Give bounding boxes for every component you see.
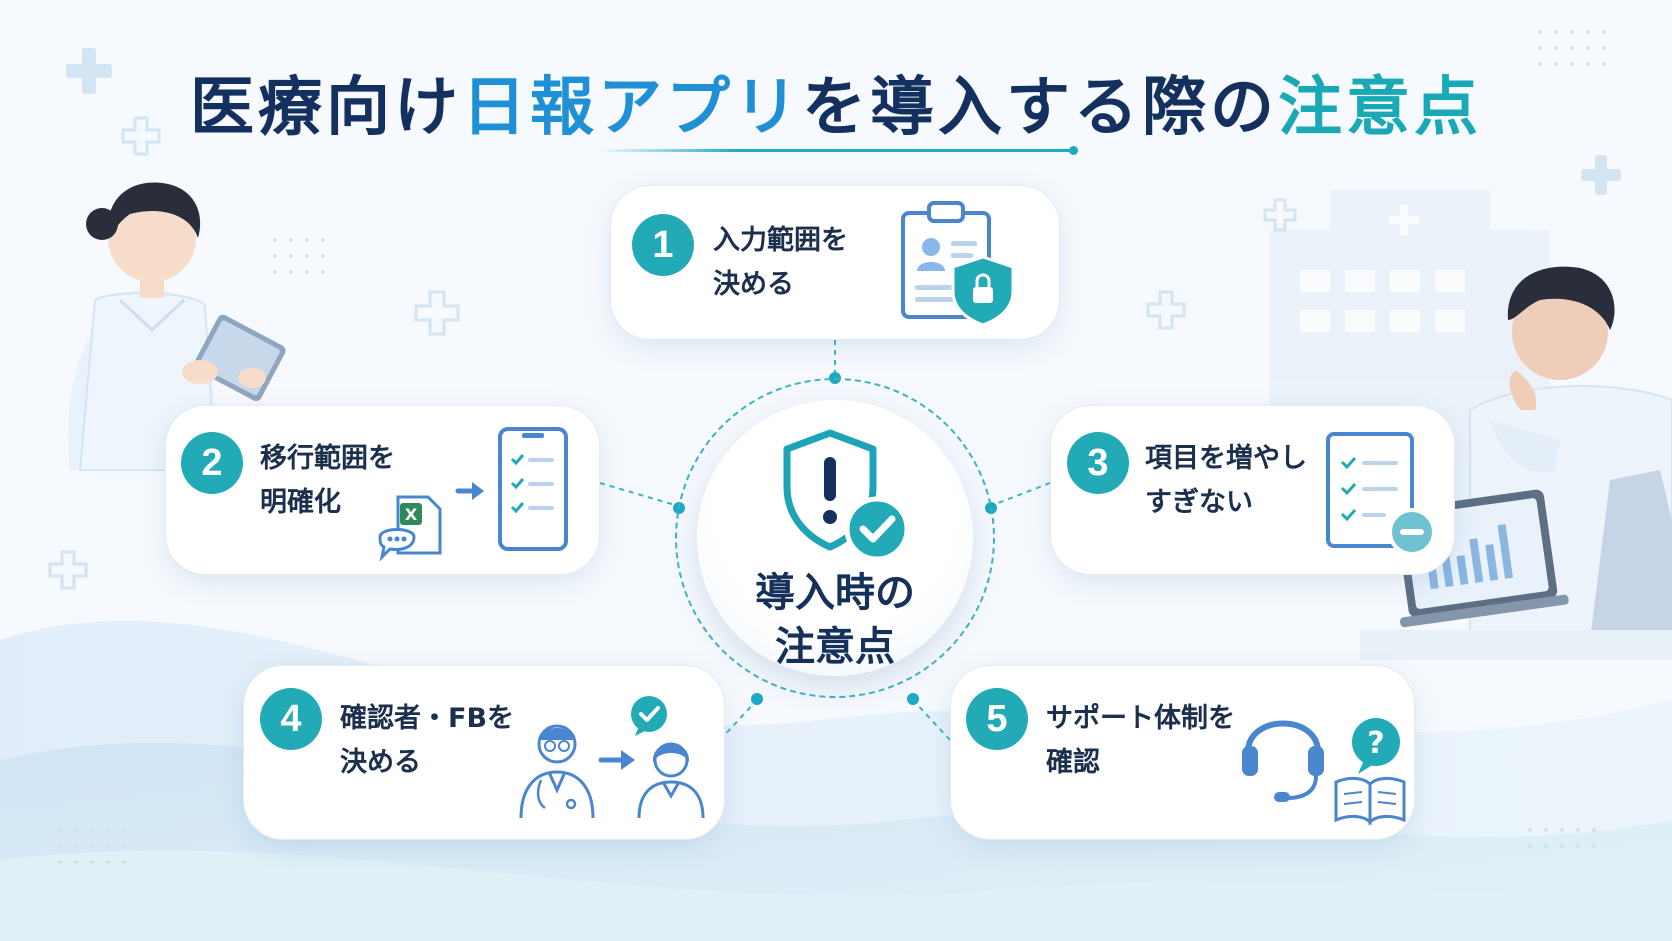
card-2-label-line-2: 明確化 [260, 487, 341, 518]
card-3-label: 項目を増やし すぎない [1145, 437, 1307, 525]
underline-dot [1069, 146, 1078, 155]
card-3-number: 3 [1067, 432, 1129, 494]
card-4-label-line-1: 確認者・FBを [340, 703, 515, 734]
title-part-1: 医療向け [190, 71, 462, 145]
headset-help-icon: ? [1242, 718, 1406, 826]
card-5-number: 5 [966, 688, 1028, 750]
title-part-4: 注意点 [1278, 71, 1482, 145]
card-1-label-line-2: 決める [713, 269, 794, 300]
help-glyph: ? [1367, 726, 1384, 761]
center-label-line-2: 注意点 [775, 624, 895, 670]
checklist-minus-icon [1326, 432, 1436, 556]
doctor-to-nurse-icon [519, 696, 705, 819]
center-label-line-1: 導入時の [755, 570, 915, 616]
decorative-outline-crosses [48, 116, 1297, 590]
title-underline [598, 146, 1078, 155]
connector-lines [599, 340, 1051, 741]
card-2-label: 移行範囲を 明確化 [260, 437, 395, 525]
excel-to-tablet-icon: X [378, 427, 568, 562]
card-5-label-line-1: サポート体制を [1046, 703, 1235, 734]
decorative-crosses [66, 48, 1621, 195]
card-3-label-line-1: 項目を増やし [1145, 443, 1307, 474]
clipboard-lock-icon [901, 201, 1015, 327]
page-title: 医療向け日報アプリを導入する際の注意点 [0, 56, 1672, 148]
card-1-number: 1 [632, 214, 694, 276]
card-1-label: 入力範囲を 決める [713, 219, 848, 307]
card-2-number: 2 [181, 432, 243, 494]
card-4-label: 確認者・FBを 決める [340, 697, 514, 785]
decorative-dots [58, 30, 1606, 864]
card-5-label: サポート体制を 確認 [1046, 697, 1235, 785]
center-dashed-ring [675, 378, 995, 698]
card-1-label-line-1: 入力範囲を [713, 225, 848, 256]
excel-glyph: X [405, 505, 418, 524]
title-part-3: を導入する際の [802, 71, 1278, 145]
center-label: 導入時の 注意点 [697, 566, 973, 674]
card-5-label-line-2: 確認 [1046, 747, 1100, 778]
card-3-label-line-2: すぎない [1145, 487, 1253, 518]
card-4-number: 4 [260, 688, 322, 750]
card-4-label-line-2: 決める [340, 747, 421, 778]
shield-alert-check-icon [783, 429, 910, 562]
card-2-label-line-1: 移行範囲を [260, 443, 395, 474]
title-part-2: 日報アプリ [462, 71, 802, 145]
